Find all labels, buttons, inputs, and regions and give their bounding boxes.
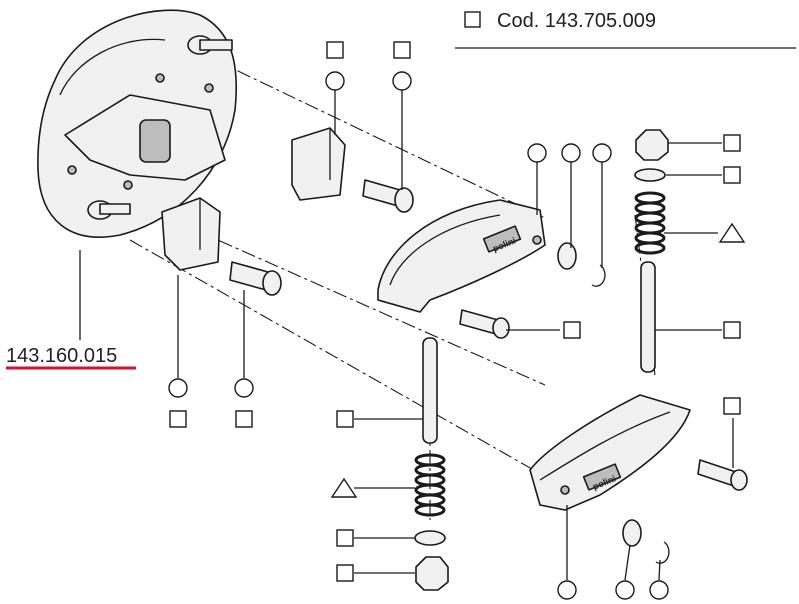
washer-bottom [414,530,446,546]
axis-line [214,59,546,219]
circle-marker-icon [527,143,547,163]
circlip-top [591,264,606,287]
damper-block-top [291,127,346,201]
square-marker-icon [723,397,741,415]
axis-line [129,239,561,486]
spring-pin-right [640,261,656,373]
circle-marker-icon [615,580,635,600]
square-marker-icon [336,410,354,428]
clutch-plate [37,9,238,238]
square-marker-icon [169,410,187,428]
square-marker-icon [563,321,581,339]
square-marker-icon [393,41,411,59]
circle-marker-icon [234,378,254,398]
square-marker-icon [336,564,354,582]
square-marker-icon [723,134,741,152]
triangle-marker-icon [330,477,358,498]
nut-bottom [415,556,449,591]
washer-shoe-top [557,242,577,270]
washer-shoe-bottom [622,519,642,547]
circle-marker-icon [392,71,412,91]
cap-screw-bottom [229,261,282,296]
circle-marker-icon [557,580,577,600]
square-marker-icon [336,529,354,547]
spring-right [634,191,666,255]
leader-lines [79,90,734,581]
cap-screw-shoe-bottom [697,459,748,491]
part-number-label: 143.160.015 [6,345,117,367]
spring-pin-left [422,337,438,444]
header-square-icon [464,11,481,28]
nut-top [635,129,669,161]
cap-screw-top [362,179,414,213]
cap-screw-shoe-top [459,309,510,339]
circle-marker-icon [592,143,612,163]
square-marker-icon [235,410,253,428]
circle-marker-icon [325,71,345,91]
code-label: Cod. 143.705.009 [497,10,656,32]
circle-marker-icon [168,378,188,398]
spring-left [414,453,446,517]
clutch-shoe-bottom: polini [529,394,691,511]
square-marker-icon [326,41,344,59]
square-marker-icon [723,321,741,339]
damper-block-bottom [161,197,221,271]
square-marker-icon [723,166,741,184]
circle-markers [168,71,669,600]
circle-marker-icon [649,580,669,600]
triangle-marker-icon [718,222,746,243]
square-markers [169,41,741,582]
washer-top [634,168,666,182]
circle-marker-icon [561,143,581,163]
circlip-bottom [655,541,670,564]
clutch-shoe-top: polini [377,199,546,313]
